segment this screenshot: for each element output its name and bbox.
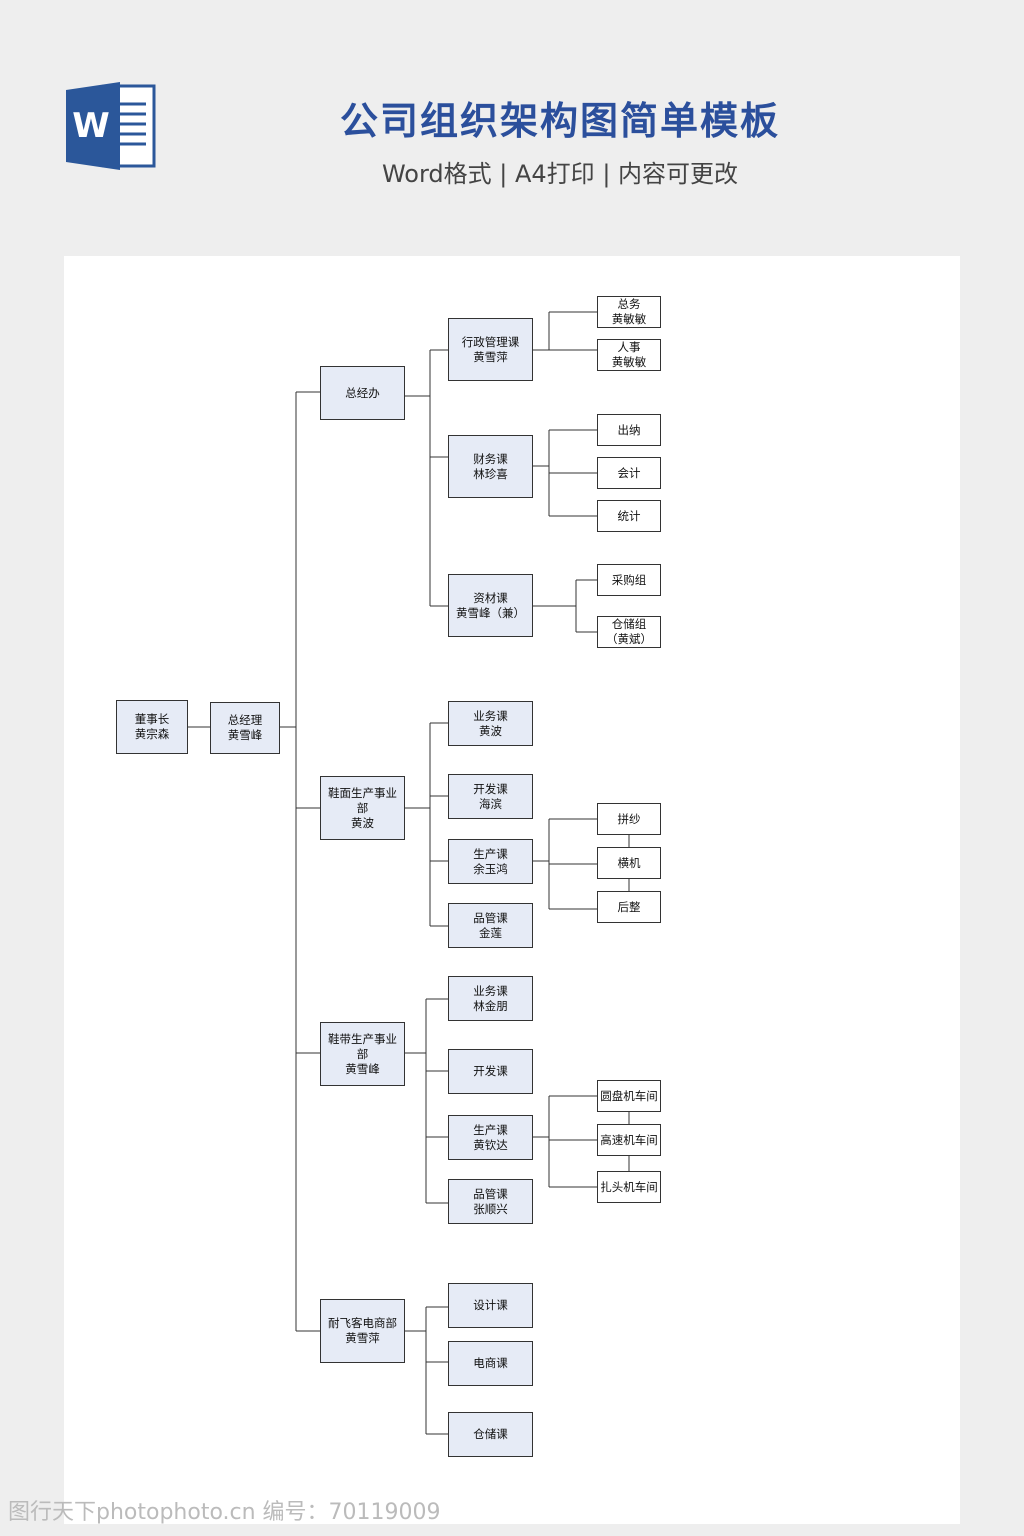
node-name: 黄雪峰（兼） — [456, 605, 525, 620]
node-title: 高速机车间 — [600, 1132, 658, 1147]
node-name: 张顺兴 — [473, 1201, 508, 1216]
org-node-strap-sales: 业务课 林金朋 — [448, 976, 533, 1021]
node-title: 业务课 — [473, 708, 508, 723]
org-node-cashier: 出纳 — [597, 414, 661, 446]
node-title: 出纳 — [617, 422, 641, 437]
org-node-purchasing: 采购组 — [597, 564, 661, 596]
org-node-finance-section: 财务课 林珍喜 — [448, 435, 533, 498]
org-node-upper-unit: 后整 — [597, 891, 661, 923]
node-name: 黄敏敏 — [611, 312, 647, 326]
word-icon: W — [66, 82, 156, 170]
org-node-strap-dev: 开发课 — [448, 1049, 533, 1094]
node-name: 黄波 — [479, 723, 502, 738]
node-title: 电商课 — [473, 1356, 508, 1370]
node-name: 黄敏敏 — [611, 355, 647, 369]
org-node-materials-section: 资材课 黄雪峰（兼） — [448, 574, 533, 637]
node-title: 鞋带生产事业部 — [328, 1031, 397, 1061]
node-title: 业务课 — [473, 983, 508, 998]
node-name: 林珍喜 — [473, 466, 508, 481]
org-node-strap-division: 鞋带生产事业部 黄雪峰 — [320, 1022, 405, 1086]
org-node-design: 设计课 — [448, 1283, 533, 1328]
org-node-accounting: 会计 — [597, 457, 661, 489]
node-title: 仓储组 — [611, 617, 647, 631]
node-title: 开发课 — [473, 781, 508, 796]
node-title: 生产课 — [473, 846, 508, 861]
word-logo-letter: W — [72, 106, 110, 146]
org-node-upper-dev: 开发课 海滨 — [448, 774, 533, 819]
node-title: 会计 — [617, 465, 641, 480]
org-node-upper-unit: 拼纱 — [597, 803, 661, 835]
node-name: 海滨 — [479, 796, 502, 811]
node-name: 林金朋 — [473, 998, 508, 1013]
org-node-strap-production: 生产课 黄钦达 — [448, 1115, 533, 1160]
page-subtitle: Word格式 | A4打印 | 内容可更改 — [381, 160, 739, 188]
node-title: 总经理 — [227, 713, 263, 727]
watermark-text: 图行天下photophoto.cn 编号：70119009 — [8, 1500, 441, 1525]
node-name: 黄雪峰 — [227, 728, 263, 742]
node-title: 总经办 — [345, 385, 380, 400]
node-name: 余玉鸿 — [473, 861, 508, 876]
org-node-chairman: 董事长 黄宗森 — [116, 700, 188, 754]
node-title: 行政管理课 — [461, 334, 520, 349]
node-title: 生产课 — [473, 1122, 508, 1137]
org-node-strap-unit: 圆盘机车间 — [597, 1080, 661, 1112]
org-node-upper-qc: 品管课 金莲 — [448, 903, 533, 948]
node-name: 金莲 — [479, 925, 502, 940]
node-name: 黄宗森 — [134, 727, 170, 741]
org-node-upper-division: 鞋面生产事业部 黄波 — [320, 776, 405, 840]
node-name: 黄雪峰 — [345, 1061, 380, 1076]
org-node-statistics: 统计 — [597, 500, 661, 532]
document-sheet: 董事长 黄宗森 总经理 黄雪峰 总经办 行政管理课 黄雪萍 总务 黄敏敏 人事 … — [64, 256, 960, 1524]
node-title: 人事 — [617, 340, 641, 354]
org-node-admin-section: 行政管理课 黄雪萍 — [448, 318, 533, 381]
org-node-general-affairs: 总务 黄敏敏 — [597, 296, 661, 328]
node-title: 后整 — [617, 899, 641, 914]
node-name: 黄波 — [351, 815, 374, 830]
node-title: 设计课 — [473, 1298, 508, 1312]
node-name: 黄雪萍 — [473, 349, 508, 364]
node-title: 开发课 — [473, 1064, 508, 1078]
org-node-gm-office: 总经办 — [320, 366, 405, 420]
org-node-general-manager: 总经理 黄雪峰 — [210, 702, 280, 754]
node-name: 黄雪萍 — [345, 1331, 380, 1345]
node-title: 横机 — [617, 855, 641, 870]
node-title: 扎头机车间 — [600, 1179, 658, 1194]
node-title: 总务 — [617, 297, 641, 311]
node-title: 品管课 — [473, 1186, 508, 1201]
org-node-upper-production: 生产课 余玉鸿 — [448, 839, 533, 884]
node-title: 圆盘机车间 — [600, 1088, 658, 1103]
node-title: 品管课 — [473, 910, 508, 925]
node-title: 采购组 — [611, 572, 647, 587]
node-title: 鞋面生产事业部 — [328, 785, 397, 815]
node-name: 黄钦达 — [473, 1137, 508, 1152]
org-node-storage-group: 仓储组 （黄斌） — [597, 616, 661, 648]
org-node-strap-qc: 品管课 张顺兴 — [448, 1179, 533, 1224]
page-title: 公司组织架构图简单模板 — [339, 99, 780, 143]
node-name: （黄斌） — [606, 632, 652, 646]
node-title: 拼纱 — [617, 811, 641, 826]
org-node-upper-sales: 业务课 黄波 — [448, 701, 533, 746]
org-node-ecommerce: 电商课 — [448, 1341, 533, 1386]
node-title: 统计 — [617, 508, 641, 523]
node-title: 资材课 — [473, 590, 508, 605]
org-node-strap-unit: 高速机车间 — [597, 1124, 661, 1156]
org-node-ecommerce-dept: 耐飞客电商部 黄雪萍 — [320, 1299, 405, 1363]
org-node-strap-unit: 扎头机车间 — [597, 1171, 661, 1203]
node-title: 财务课 — [473, 451, 508, 466]
org-node-warehouse: 仓储课 — [448, 1412, 533, 1457]
org-connector-lines — [188, 311, 630, 1435]
org-node-hr: 人事 黄敏敏 — [597, 339, 661, 371]
node-title: 耐飞客电商部 — [328, 1316, 397, 1330]
node-title: 董事长 — [134, 712, 170, 726]
node-title: 仓储课 — [473, 1427, 508, 1441]
org-node-upper-unit: 横机 — [597, 847, 661, 879]
